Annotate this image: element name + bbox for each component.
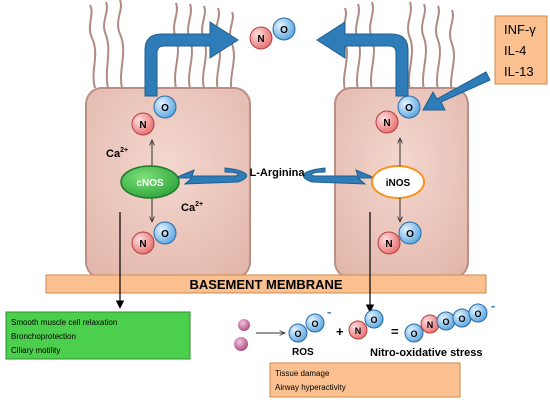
atom-n-label: N bbox=[257, 34, 264, 45]
left-cell-no-top: N O bbox=[131, 95, 177, 136]
atom-o-label: O bbox=[280, 25, 288, 36]
atom-o-label: O bbox=[370, 315, 377, 325]
peroxynitrite-charge: - bbox=[491, 298, 495, 313]
effect-smooth-muscle: Smooth muscle cell relaxation bbox=[11, 318, 117, 327]
equals-sign: = bbox=[391, 324, 399, 339]
ros-label: ROS bbox=[292, 347, 314, 358]
atom-n-label: N bbox=[427, 320, 434, 330]
cytokine-il13: IL-13 bbox=[504, 64, 534, 79]
atom-o-label: O bbox=[442, 317, 449, 327]
cnos-enzyme bbox=[120, 165, 180, 199]
no-reactant-molecule: N O bbox=[348, 309, 384, 340]
right-cell-no-top: N O bbox=[375, 95, 421, 134]
inos-label: iNOS bbox=[386, 178, 411, 189]
atom-o-label: O bbox=[410, 329, 417, 339]
l-arginine-label: L-Arginina bbox=[250, 167, 306, 179]
atom-n-label: N bbox=[383, 118, 390, 129]
right-export-arrow bbox=[316, 21, 409, 97]
inos-enzyme bbox=[371, 165, 425, 199]
atom-o-label: O bbox=[161, 229, 169, 240]
right-arginine-arrow bbox=[302, 167, 376, 185]
atom-n-label: N bbox=[139, 120, 146, 131]
calcium-label-top: Ca2+ bbox=[106, 147, 128, 160]
cytokine-arrow bbox=[422, 71, 491, 111]
pathological-effects-box bbox=[269, 362, 461, 398]
atom-o-label: O bbox=[458, 314, 465, 324]
left-cell-no-bottom: N O bbox=[131, 221, 177, 255]
plus-sign: + bbox=[336, 324, 344, 339]
cnos-label: cNOS bbox=[136, 178, 164, 189]
calcium-label-bottom: Ca2+ bbox=[181, 201, 203, 214]
peroxynitrite-molecule: O N O O O - bbox=[404, 298, 495, 343]
atom-n-label: N bbox=[355, 326, 362, 336]
physiological-effects-box bbox=[5, 311, 191, 360]
cytokine-il4: IL-4 bbox=[504, 43, 526, 58]
atom-o-label: O bbox=[406, 229, 414, 240]
ros-charge: - bbox=[327, 304, 331, 319]
left-export-arrow bbox=[144, 21, 239, 97]
atom-n-label: N bbox=[385, 239, 392, 250]
cytokine-box bbox=[494, 15, 548, 85]
effect-airway-hyperactivity: Airway hyperactivity bbox=[275, 383, 346, 392]
atom-n-label: N bbox=[139, 239, 146, 250]
cytokine-inf-gamma: INF-γ bbox=[504, 22, 536, 37]
atom-o-label: O bbox=[294, 329, 301, 339]
atom-o-label: O bbox=[474, 309, 481, 319]
left-arginine-arrow bbox=[174, 167, 248, 185]
inflammatory-cells bbox=[234, 319, 250, 351]
basement-membrane bbox=[45, 274, 487, 294]
atom-o-label: O bbox=[405, 103, 413, 114]
effect-tissue-damage: Tissue damage bbox=[275, 369, 330, 378]
ros-molecule: O O - bbox=[288, 304, 331, 343]
right-cell-no-bottom: N O bbox=[377, 221, 422, 255]
basement-membrane-label: BASEMENT MEMBRANE bbox=[189, 277, 342, 292]
atom-o-label: O bbox=[311, 319, 318, 329]
atom-o-label: O bbox=[161, 103, 169, 114]
effect-bronchoprotection: Bronchoprotection bbox=[11, 332, 76, 341]
released-no-molecule: N O bbox=[249, 17, 296, 50]
effect-ciliary-motility: Ciliary motility bbox=[11, 346, 60, 355]
nitro-oxidative-stress-label: Nitro-oxidative stress bbox=[370, 347, 482, 359]
